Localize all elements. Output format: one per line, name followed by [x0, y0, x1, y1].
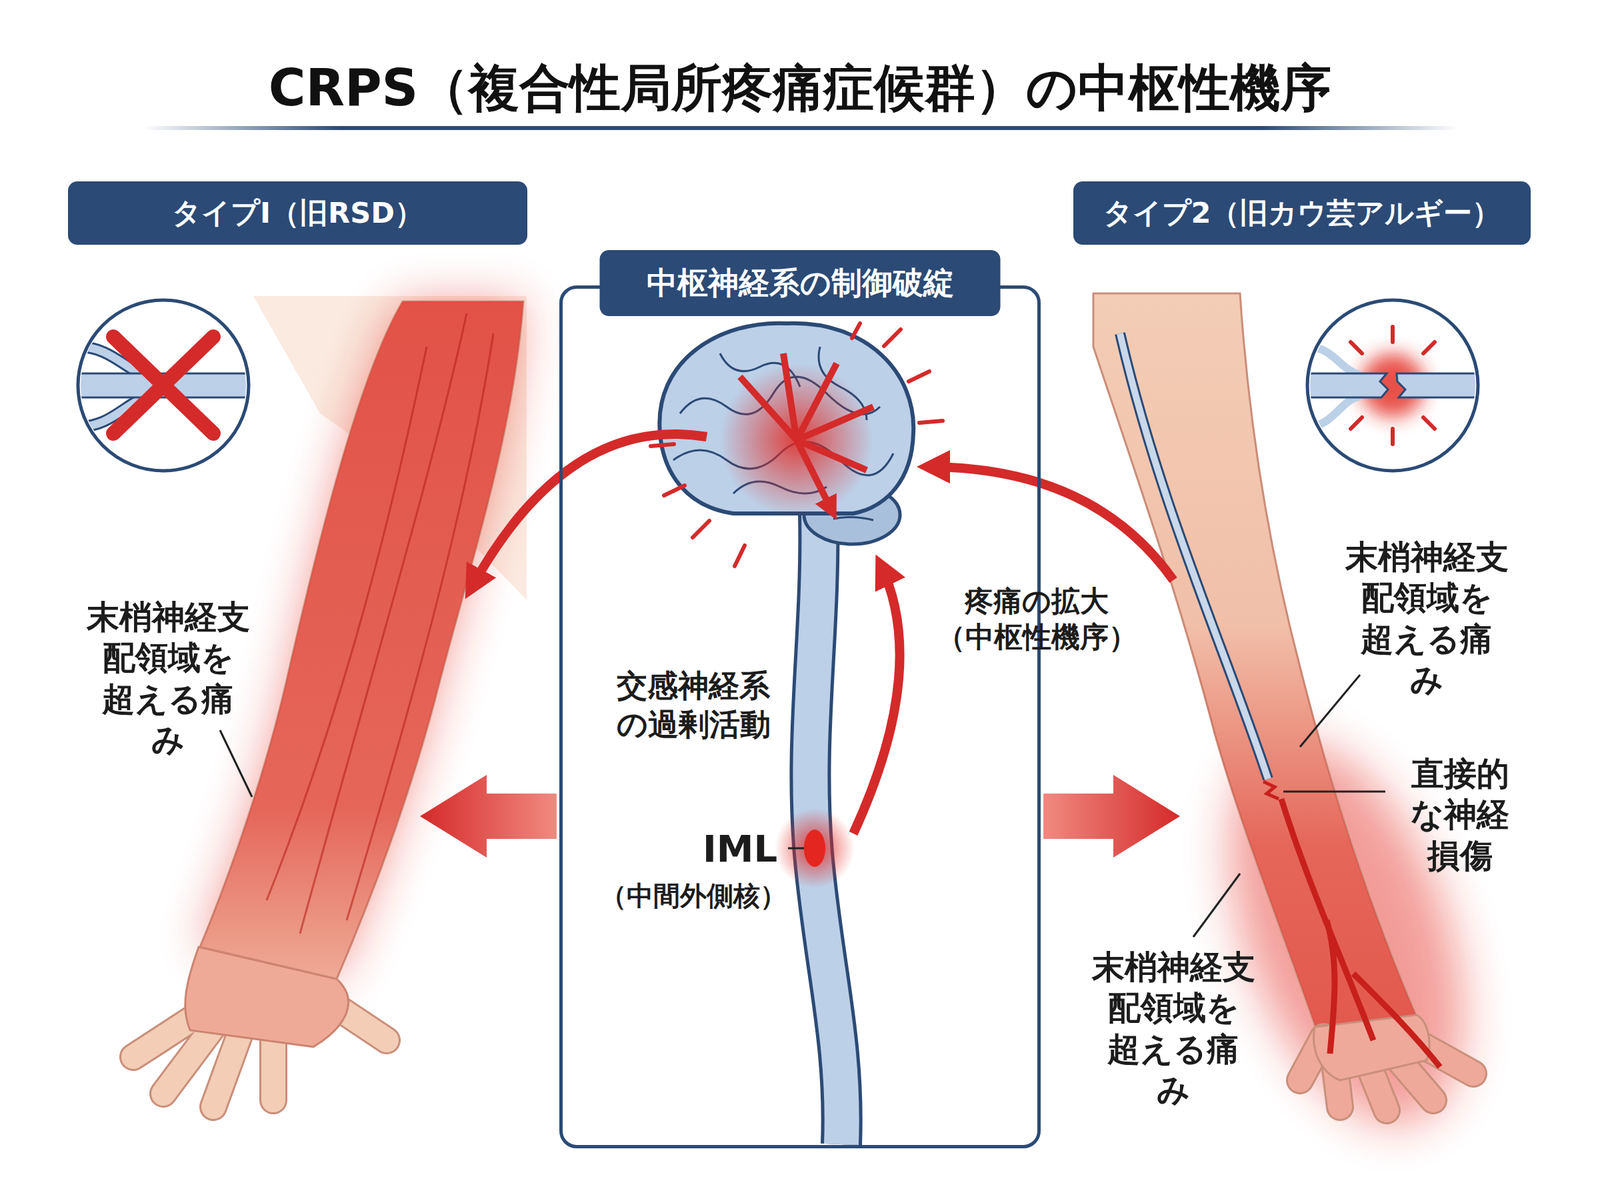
right-arm-part	[1120, 333, 1268, 779]
sympathetic-label: 交感神経系の過剰活動	[601, 666, 786, 744]
band-text: タイプⅠ（旧RSD）	[172, 194, 424, 233]
title-underline	[142, 126, 1459, 130]
brain	[650, 323, 943, 566]
panel-ground	[559, 285, 1041, 1148]
curved-arrows	[470, 434, 1174, 834]
leader-lines-part	[1300, 674, 1360, 747]
leader-lines-part	[1283, 790, 1386, 793]
broken-nerve-icon	[1300, 300, 1487, 471]
pain-area-label: 末梢神経支配領域を超える痛み	[86, 596, 250, 760]
left-arm-part	[185, 946, 349, 1047]
broken-nerve-icon-part-part	[1300, 373, 1388, 398]
iml-sublabel: （中間外側核）	[600, 878, 787, 912]
pain-spread-label: 疼痛の拡大（中枢性機序）	[933, 583, 1140, 656]
pain-area-label: 末梢神経支配領域を超える痛み	[1345, 536, 1509, 700]
block-arrows-part	[1043, 774, 1180, 858]
leader-lines-part	[1193, 873, 1240, 937]
type-header-band: タイプ2（旧カウ芸アルギー）	[1073, 181, 1531, 245]
nerve-injury-label: 直接的な神経損傷	[1394, 753, 1526, 876]
type-header-band: タイプⅠ（旧RSD）	[68, 181, 528, 245]
left-arm-part	[185, 946, 349, 1047]
intact-nerve-icon	[66, 300, 260, 471]
brain-part	[740, 353, 874, 514]
broken-nerve-icon-part-part	[1396, 373, 1487, 398]
pain-area-label: 末梢神経支配領域を超える痛み	[1092, 946, 1256, 1110]
intact-nerve-icon-part	[113, 336, 214, 434]
spinal-cord-part	[804, 829, 826, 867]
spinal-cord-part	[774, 808, 855, 888]
iml-label: IML	[702, 825, 778, 872]
leader-lines-part	[220, 730, 252, 797]
brain-part	[650, 323, 943, 566]
right-arm-part	[1120, 333, 1268, 779]
leader-lines-part	[788, 847, 804, 850]
spinal-cord	[774, 513, 855, 1144]
panel-heading: 中枢神経系の制御破綻	[600, 250, 1001, 316]
right-arm-part	[1263, 781, 1279, 799]
leader-lines	[220, 674, 1386, 937]
curved-arrows-part	[853, 563, 900, 834]
curved-arrows-part	[470, 434, 707, 590]
broken-nerve-icon-part	[1350, 326, 1435, 444]
broken-nerve-icon-part	[1300, 346, 1487, 427]
diagram-title: CRPS（複合性局所疼痛症候群）の中枢性機序	[0, 57, 1600, 118]
curved-arrows-part	[926, 466, 1174, 580]
right-arm-part	[1281, 798, 1440, 1067]
block-arrows-part	[420, 774, 557, 858]
band-text: タイプ2（旧カウ芸アルギー）	[1103, 194, 1502, 233]
